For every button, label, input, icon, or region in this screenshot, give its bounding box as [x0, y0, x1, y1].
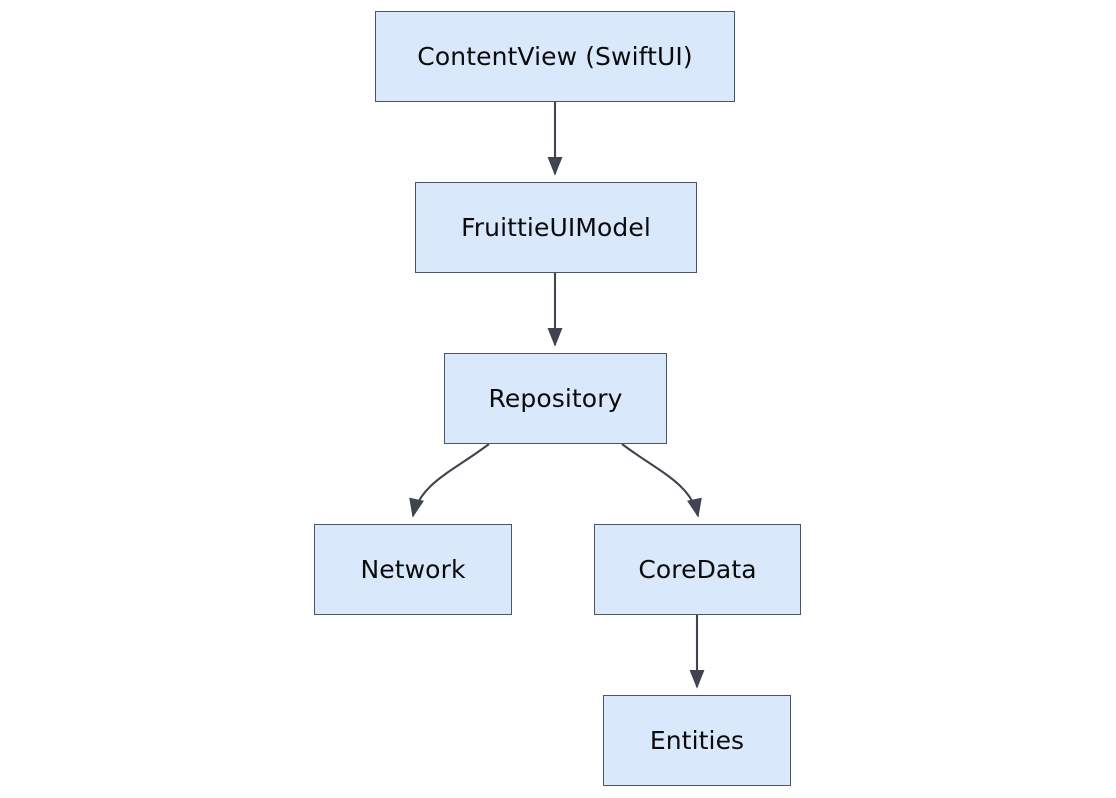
- node-entities[interactable]: Entities: [603, 695, 791, 786]
- edge-repository-to-coredata: [621, 443, 702, 518]
- node-network[interactable]: Network: [314, 524, 512, 615]
- node-coredata-label: CoreData: [638, 554, 757, 584]
- node-contentview[interactable]: ContentView (SwiftUI): [375, 11, 735, 102]
- node-repository[interactable]: Repository: [444, 353, 667, 444]
- node-fruittieuimodel-label: FruittieUIModel: [461, 212, 651, 242]
- node-repository-label: Repository: [488, 383, 623, 413]
- edge-repository-to-network: [409, 443, 490, 518]
- node-coredata[interactable]: CoreData: [594, 524, 801, 615]
- node-entities-label: Entities: [649, 725, 745, 755]
- node-network-label: Network: [360, 554, 466, 584]
- node-contentview-label: ContentView (SwiftUI): [417, 41, 693, 71]
- node-fruittieuimodel[interactable]: FruittieUIModel: [415, 182, 697, 273]
